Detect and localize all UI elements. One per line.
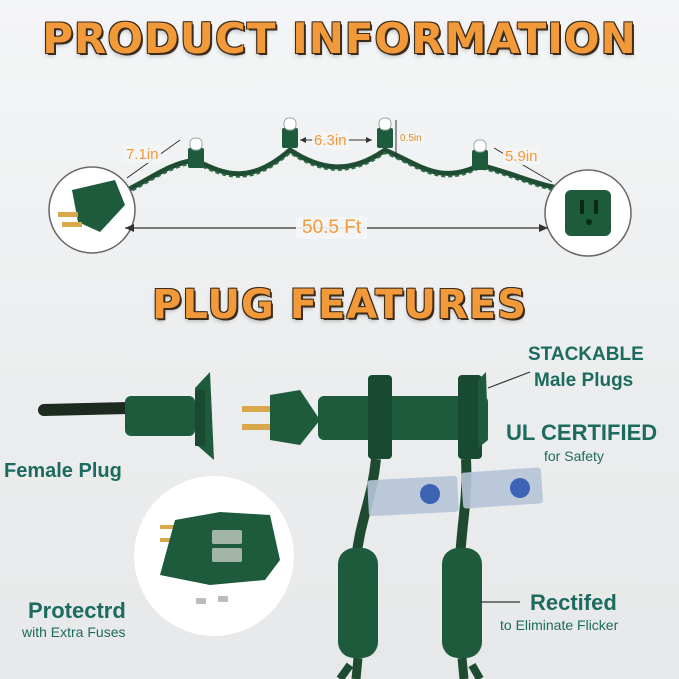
bulb-2 <box>282 117 298 148</box>
fuse-plug-detail <box>134 476 294 636</box>
protected-title: Protectrd <box>28 598 126 623</box>
total-length-label: 50.5 Ft <box>296 217 368 239</box>
rectified-title: Rectifed <box>530 590 617 615</box>
stackable-title: STACKABLE <box>528 344 644 365</box>
product-information-title: PRODUCT INFORMATION <box>42 14 637 63</box>
ul-certified-title: UL CERTIFIED <box>506 420 658 445</box>
bulb-4 <box>472 139 488 170</box>
bulb-3 <box>377 117 393 148</box>
male-plug-end-icon <box>48 166 136 254</box>
rectified-subtitle: to Eliminate Flicker <box>500 617 619 633</box>
bulb-spacing-label: 6.3in <box>312 132 349 149</box>
female-plug-illustration <box>38 372 214 460</box>
string-wire <box>99 146 581 203</box>
bulb-height-label: 0.5in <box>398 133 424 144</box>
female-plug-label: Female Plug <box>4 460 122 482</box>
plug-to-first-bulb-label: 7.1in <box>124 146 161 163</box>
bulb-1 <box>188 137 204 168</box>
last-bulb-to-plug-label: 5.9in <box>503 148 540 165</box>
stacked-male-plugs-illustration <box>242 372 543 679</box>
protected-subtitle: with Extra Fuses <box>22 624 126 640</box>
stackable-subtitle: Male Plugs <box>534 370 634 391</box>
ul-certified-subtitle: for Safety <box>544 448 604 464</box>
female-plug-end-icon <box>544 169 632 257</box>
plug-features-title: PLUG FEATURES <box>152 282 527 328</box>
